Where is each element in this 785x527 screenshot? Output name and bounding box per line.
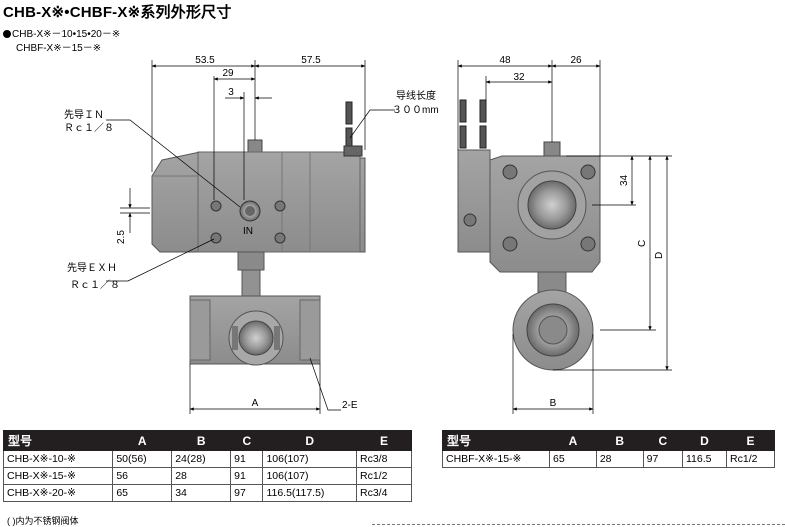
variant-line-1: CHB-X※－10•15•20－※ [3,25,120,40]
cell-c: 97 [230,484,264,502]
spec-table-chb: 型号 A B C D E CHB-X※-10-※ 50(56) 24(28) 9… [2,430,412,502]
col-model: 型号 [441,430,551,451]
cell-e: Rc1/2 [726,450,775,468]
cell-b: 24(28) [171,450,232,468]
col-d: D [681,430,728,451]
table-row: CHBF-X※-15-※ 65 28 97 116.5 Rc1/2 [441,450,775,468]
dim-57-5: 57.5 [301,55,321,66]
dim-2-5: 2.5 [116,230,127,244]
dim-32: 32 [513,72,525,83]
cell-e: Rc3/4 [356,484,412,502]
right-dimension-lines [457,60,672,414]
lead-wire-title: 导线长度 [396,89,436,102]
dim-a-left: A [252,398,259,409]
cell-model: CHB-X※-10-※ [2,450,114,468]
col-c: C [230,430,264,451]
lead-wire-value: ３００mm [392,105,439,116]
col-b: B [171,430,232,451]
cell-b: 28 [171,467,232,485]
cell-c: 91 [230,450,264,468]
cell-a: 65 [549,450,597,468]
table-header-row: 型号 A B C D E [441,430,775,451]
cell-d: 116.5(117.5) [262,484,357,502]
dim-b: B [550,398,557,409]
cell-d: 106(107) [262,467,357,485]
footnote: ( )内为不锈钢阀体 [7,516,79,526]
cell-a: 50(56) [112,450,173,468]
cell-a: 56 [112,467,173,485]
left-actuator-drawing [151,101,366,366]
cell-c: 97 [642,450,683,468]
col-b: B [595,430,644,451]
right-actuator-drawing [457,99,601,371]
cell-a: 65 [112,484,173,502]
pilot-in-title: 先导ＩＮ [64,109,104,121]
dim-3: 3 [228,87,234,98]
in-mark: IN [243,226,253,237]
col-a: A [112,430,173,451]
cell-d: 106(107) [262,450,357,468]
table-row: CHB-X※-20-※ 65 34 97 116.5(117.5) Rc3/4 [2,484,412,502]
cell-model: CHBF-X※-15-※ [441,450,551,468]
dim-d: D [654,252,665,259]
left-dimension-lines [106,60,395,414]
cell-e: Rc1/2 [356,467,412,485]
col-d: D [262,430,357,451]
table-row: CHB-X※-15-※ 56 28 91 106(107) Rc1/2 [2,467,412,485]
dim-26: 26 [570,55,582,66]
dim-34: 34 [619,174,630,186]
cell-b: 34 [171,484,232,502]
col-c: C [642,430,683,451]
pilot-exh-title: 先导ＥＸＨ [67,262,117,274]
dim-2e: 2-E [342,400,358,411]
col-e: E [726,430,775,451]
dim-29: 29 [222,68,234,79]
cell-b: 28 [595,450,644,468]
variant-line-2: CHBF-X※－15－※ [16,43,102,54]
cell-e: Rc3/8 [356,450,412,468]
dim-48: 48 [499,55,511,66]
table-row: CHB-X※-10-※ 50(56) 24(28) 91 106(107) Rc… [2,450,412,468]
col-model: 型号 [2,430,114,451]
cell-d: 116.5 [681,450,728,468]
bullet-icon [3,30,11,38]
col-e: E [356,430,412,451]
col-a: A [549,430,597,451]
cell-model: CHB-X※-20-※ [2,484,114,502]
variant-line-1-text: CHB-X※－10•15•20－※ [12,29,121,40]
dim-53-5: 53.5 [195,55,215,66]
divider [372,524,785,525]
pilot-in-port: Ｒｃ１／８ [64,122,114,134]
cell-c: 91 [230,467,264,485]
cell-model: CHB-X※-15-※ [2,467,114,485]
spec-table-chbf: 型号 A B C D E CHBF-X※-15-※ 65 28 97 116.5… [441,430,775,468]
pilot-exh-port: Ｒｃ１／８ [70,279,120,291]
table-header-row: 型号 A B C D E [2,430,412,451]
page-title: CHB-X※•CHBF-X※系列外形尺寸 [3,4,232,21]
dim-c: C [637,240,648,247]
